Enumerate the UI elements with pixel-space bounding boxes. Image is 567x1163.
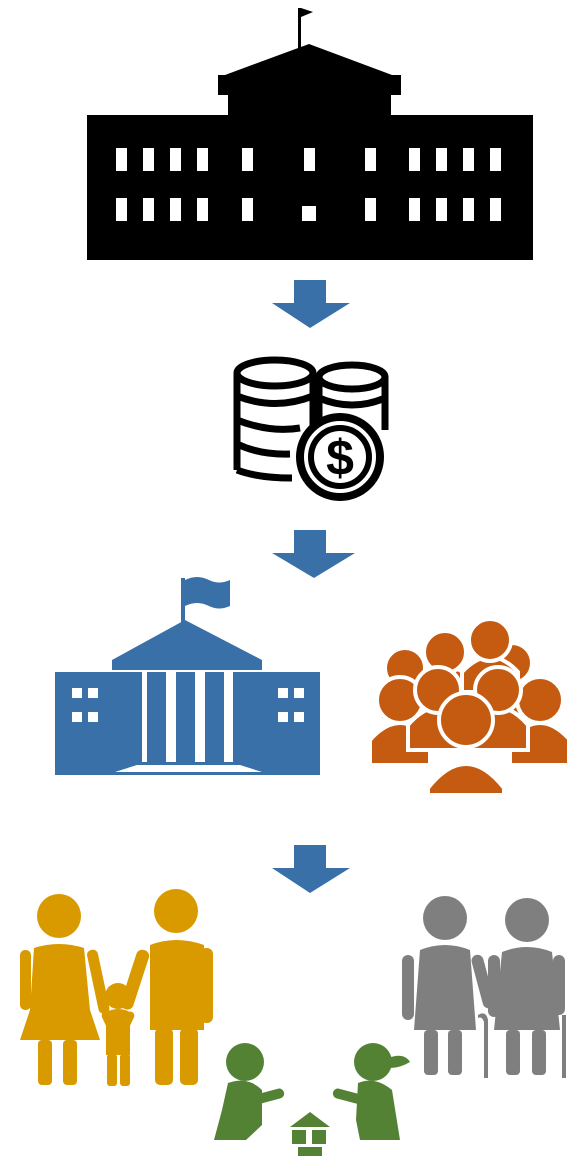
dollar-sign-icon: $ bbox=[326, 430, 354, 486]
down-arrow-icon bbox=[272, 530, 355, 578]
down-arrow-icon bbox=[272, 280, 350, 328]
svg-text:$: $ bbox=[326, 430, 354, 486]
down-arrow-icon bbox=[272, 845, 350, 893]
government-building-icon bbox=[55, 577, 320, 775]
children-playing-icon bbox=[214, 1043, 410, 1156]
capitol-building-icon bbox=[87, 8, 533, 260]
elderly-couple-icon bbox=[402, 896, 566, 1078]
family-icon bbox=[20, 889, 213, 1086]
crowd-icon bbox=[368, 617, 567, 797]
coin-stack-dollar-icon bbox=[233, 356, 389, 501]
